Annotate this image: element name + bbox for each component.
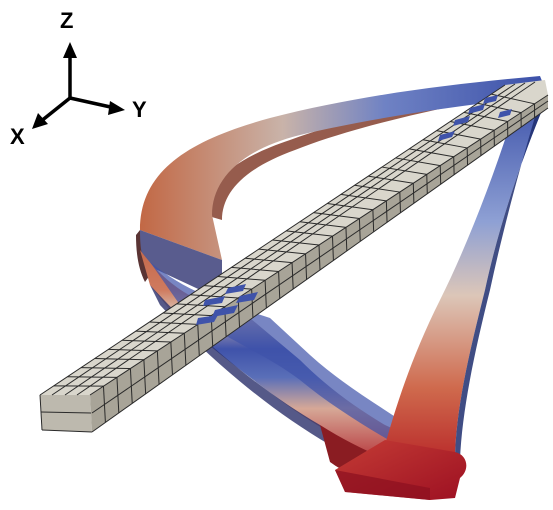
- mesh-line: [340, 193, 387, 202]
- mesh-line: [299, 221, 347, 228]
- meshed-beam: [39, 80, 549, 433]
- mesh-line: [372, 209, 375, 232]
- mesh-line: [395, 157, 441, 167]
- mesh-line: [381, 166, 427, 175]
- mesh-line: [272, 239, 320, 246]
- mesh-line: [176, 303, 225, 308]
- beam-right-leg: [385, 92, 548, 462]
- arc-outer-side: [140, 230, 222, 300]
- y-arrowhead: [108, 101, 125, 115]
- mesh-line: [313, 212, 360, 220]
- mesh-line: [412, 183, 415, 204]
- mesh-line: [94, 358, 144, 361]
- x-axis-label: X: [10, 124, 25, 149]
- mesh-line: [318, 244, 321, 271]
- mesh-line: [170, 342, 173, 375]
- mesh-line: [135, 330, 185, 334]
- mesh-line: [385, 200, 388, 223]
- mesh-line: [286, 230, 333, 237]
- mesh-line: [409, 148, 454, 158]
- mesh-line: [149, 321, 198, 325]
- mesh-line: [331, 236, 334, 261]
- mesh-line: [278, 271, 281, 299]
- mesh-line: [345, 227, 348, 251]
- mesh-line: [245, 257, 293, 264]
- mesh-line: [463, 111, 508, 122]
- mesh-line: [399, 192, 401, 213]
- mesh-line: [237, 297, 241, 328]
- mesh-line: [368, 175, 414, 184]
- mesh-line: [190, 294, 239, 299]
- beam-lower-side: [150, 285, 330, 445]
- mesh-line: [129, 368, 133, 404]
- mesh-line: [122, 339, 171, 343]
- mesh-line: [358, 218, 361, 242]
- y-axis-label: Y: [132, 97, 147, 122]
- mesh-line: [436, 130, 481, 140]
- mesh-line: [67, 376, 117, 378]
- mesh-line: [422, 139, 468, 149]
- mesh-line: [327, 203, 373, 211]
- mesh-line: [305, 253, 308, 280]
- z-arrowhead: [63, 42, 77, 58]
- mesh-line: [81, 367, 131, 370]
- axis-arrows: [32, 42, 125, 129]
- mesh-line: [258, 248, 306, 255]
- mesh-line: [354, 184, 400, 193]
- axis-triad: Z Y X: [0, 0, 170, 160]
- mesh-line: [426, 174, 428, 194]
- mesh-line: [491, 93, 535, 105]
- mesh-gaps: [196, 95, 512, 325]
- mesh-line: [477, 102, 522, 114]
- z-axis-label: Z: [60, 8, 74, 33]
- mesh-line: [102, 386, 106, 423]
- mesh-line: [116, 377, 120, 413]
- mesh-line: [183, 333, 187, 366]
- mesh-line: [108, 348, 158, 352]
- mesh-line: [231, 266, 279, 272]
- mesh-line: [264, 280, 267, 309]
- mesh-line: [163, 312, 212, 317]
- mesh-line: [217, 275, 266, 281]
- mesh-line: [197, 324, 200, 356]
- mesh-line: [156, 350, 160, 385]
- mesh-line: [143, 359, 147, 394]
- mesh-line: [291, 262, 294, 290]
- x-arrowhead: [32, 113, 48, 129]
